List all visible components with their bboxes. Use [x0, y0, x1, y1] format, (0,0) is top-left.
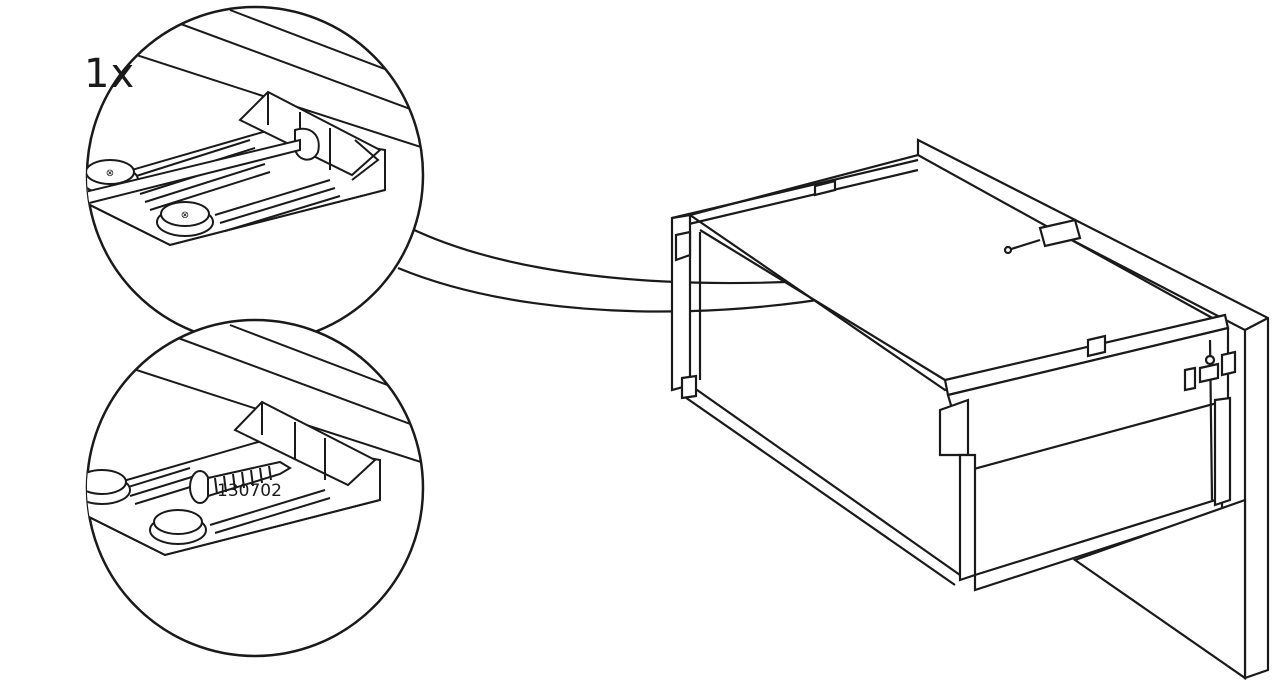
detail-circle-bottom — [85, 318, 425, 658]
drawer-icon — [670, 138, 1270, 680]
screwdriver-icon — [87, 138, 301, 230]
svg-text:⊗: ⊗ — [106, 168, 114, 179]
part-number-label: 130702 — [217, 481, 282, 501]
bracket-icon — [87, 90, 386, 247]
cam-lock-icon — [87, 469, 207, 545]
cabinet-panel — [1072, 498, 1247, 681]
detail-circle-top: ⊗ ⊗ — [85, 5, 425, 345]
svg-text:⊗: ⊗ — [181, 210, 189, 221]
quantity-label: 1x — [84, 51, 136, 97]
screw-icon — [189, 460, 292, 504]
